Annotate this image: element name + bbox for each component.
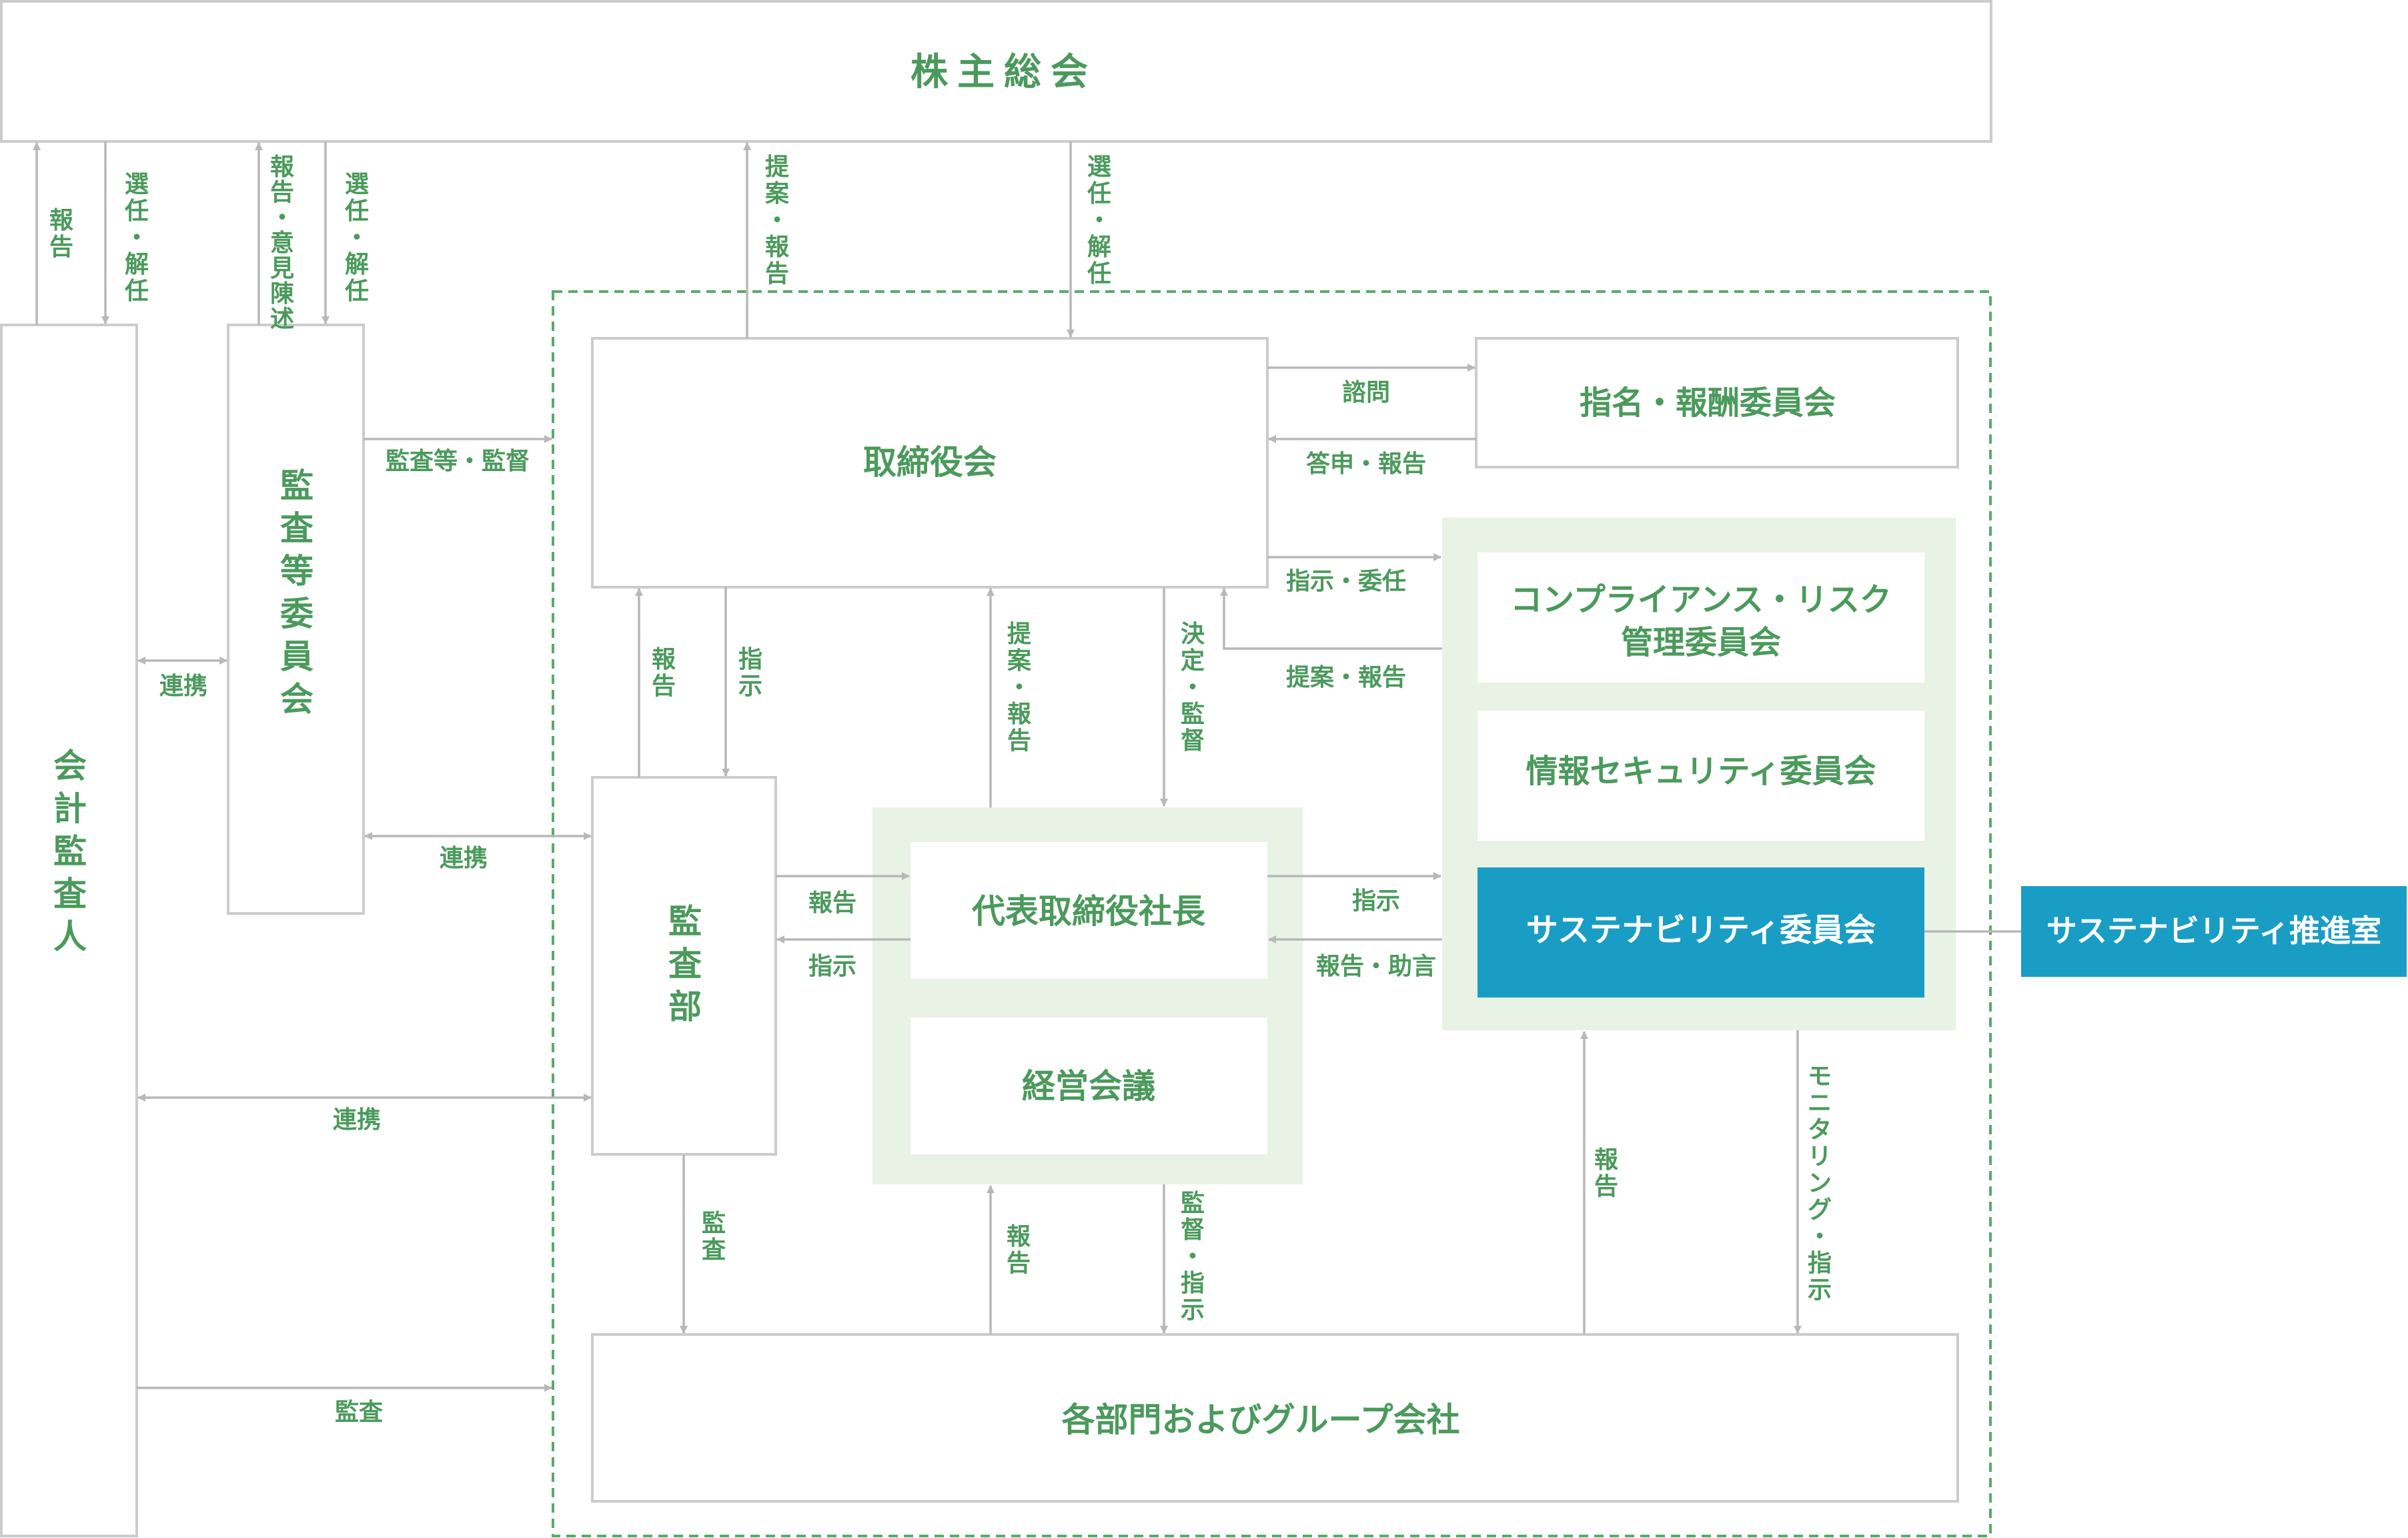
label-president-to-committees: 指示 <box>1352 887 1400 915</box>
management-box <box>911 1018 1267 1154</box>
board-box <box>591 337 1269 589</box>
infosec-box <box>1477 711 1924 841</box>
nomination-box <box>1475 337 1959 468</box>
sustainability-title: サステナビリティ委員会 <box>1526 911 1876 949</box>
label-ac-supervise: 監査等・監督 <box>386 448 530 475</box>
infosec-title: 情報セキュリティ委員会 <box>1526 753 1876 790</box>
label-auditor-audit: 監査 <box>335 1399 383 1426</box>
label-board-appoint: 選任・解任 <box>1087 153 1111 288</box>
president-box <box>911 842 1267 979</box>
board-title: 取締役会 <box>863 443 997 482</box>
label-internal-audit-depts: 監査 <box>702 1210 726 1264</box>
label-answer-report: 答申・報告 <box>1306 450 1426 478</box>
sustainability-office-title: サステナビリティ推進室 <box>2046 913 2381 949</box>
node-titles: 株主総会 会計監査人 監査等委員会 取締役会 指名・報酬委員会 コンプライアンス… <box>53 51 2381 1439</box>
departments-box <box>591 1333 1959 1503</box>
company-boundary <box>552 290 1992 1537</box>
shareholders-title: 株主総会 <box>911 51 1097 94</box>
label-board-proposal: 提案・報告 <box>765 153 790 288</box>
label-depts-to-committees: 報告 <box>1594 1146 1618 1200</box>
management-title: 経営会議 <box>1022 1067 1155 1106</box>
label-instruct-delegate: 指示・委任 <box>1286 568 1406 595</box>
departments-title: 各部門およびグループ会社 <box>1062 1401 1460 1439</box>
label-consult: 諮問 <box>1342 379 1390 406</box>
label-depts-to-mgmt: 報告 <box>1007 1223 1031 1277</box>
proposal-report-arrow <box>1220 588 1442 650</box>
label-board-to-internal: 指示 <box>738 646 762 700</box>
president-title: 代表取締役社長 <box>971 892 1206 931</box>
audit-committee-box <box>227 324 365 915</box>
label-president-to-internal: 指示 <box>808 953 856 980</box>
compliance-box <box>1477 552 1924 683</box>
label-board-to-president: 決定・監督 <box>1181 621 1205 755</box>
label-ac-report: 報告・意見陳述 <box>270 153 294 333</box>
internal-audit-title: 監査部 <box>668 902 702 1026</box>
connectors <box>33 141 2021 1392</box>
shareholders-box <box>0 0 1992 143</box>
label-link-auditor-ac: 連携 <box>159 673 207 700</box>
compliance-title: コンプライアンス・リスク管理委員会 <box>1510 581 1892 661</box>
label-proposal-report: 提案・報告 <box>1286 664 1406 691</box>
label-auditor-report: 報告 <box>49 207 73 261</box>
internal-audit-box <box>591 776 777 1156</box>
sustainability-office-box <box>2021 886 2407 977</box>
label-internal-to-president: 報告 <box>808 889 856 917</box>
label-ac-appoint: 選任・解任 <box>345 171 369 305</box>
sustainability-box <box>1477 867 1924 998</box>
edge-labels: 報告 選任・解任 報告・意見陳述 選任・解任 提案・報告 選任・解任 監査等・監… <box>49 153 1832 1426</box>
auditor-title: 会計監査人 <box>53 747 87 956</box>
label-link-ac-internal: 連携 <box>440 845 488 872</box>
label-auditor-appoint: 選任・解任 <box>125 171 149 305</box>
label-committees-to-president: 報告・助言 <box>1316 953 1436 980</box>
auditor-box <box>0 324 138 1537</box>
label-link-auditor-internal: 連携 <box>333 1106 381 1134</box>
audit-committee-title: 監査等委員会 <box>280 466 314 719</box>
label-internal-to-board: 報告 <box>652 646 676 700</box>
label-mgmt-to-depts: 監督・指示 <box>1181 1190 1205 1324</box>
label-committees-to-depts: モニタリング・指示 <box>1808 1063 1832 1304</box>
label-president-to-board: 提案・報告 <box>1007 621 1032 755</box>
nomination-title: 指名・報酬委員会 <box>1580 384 1836 422</box>
